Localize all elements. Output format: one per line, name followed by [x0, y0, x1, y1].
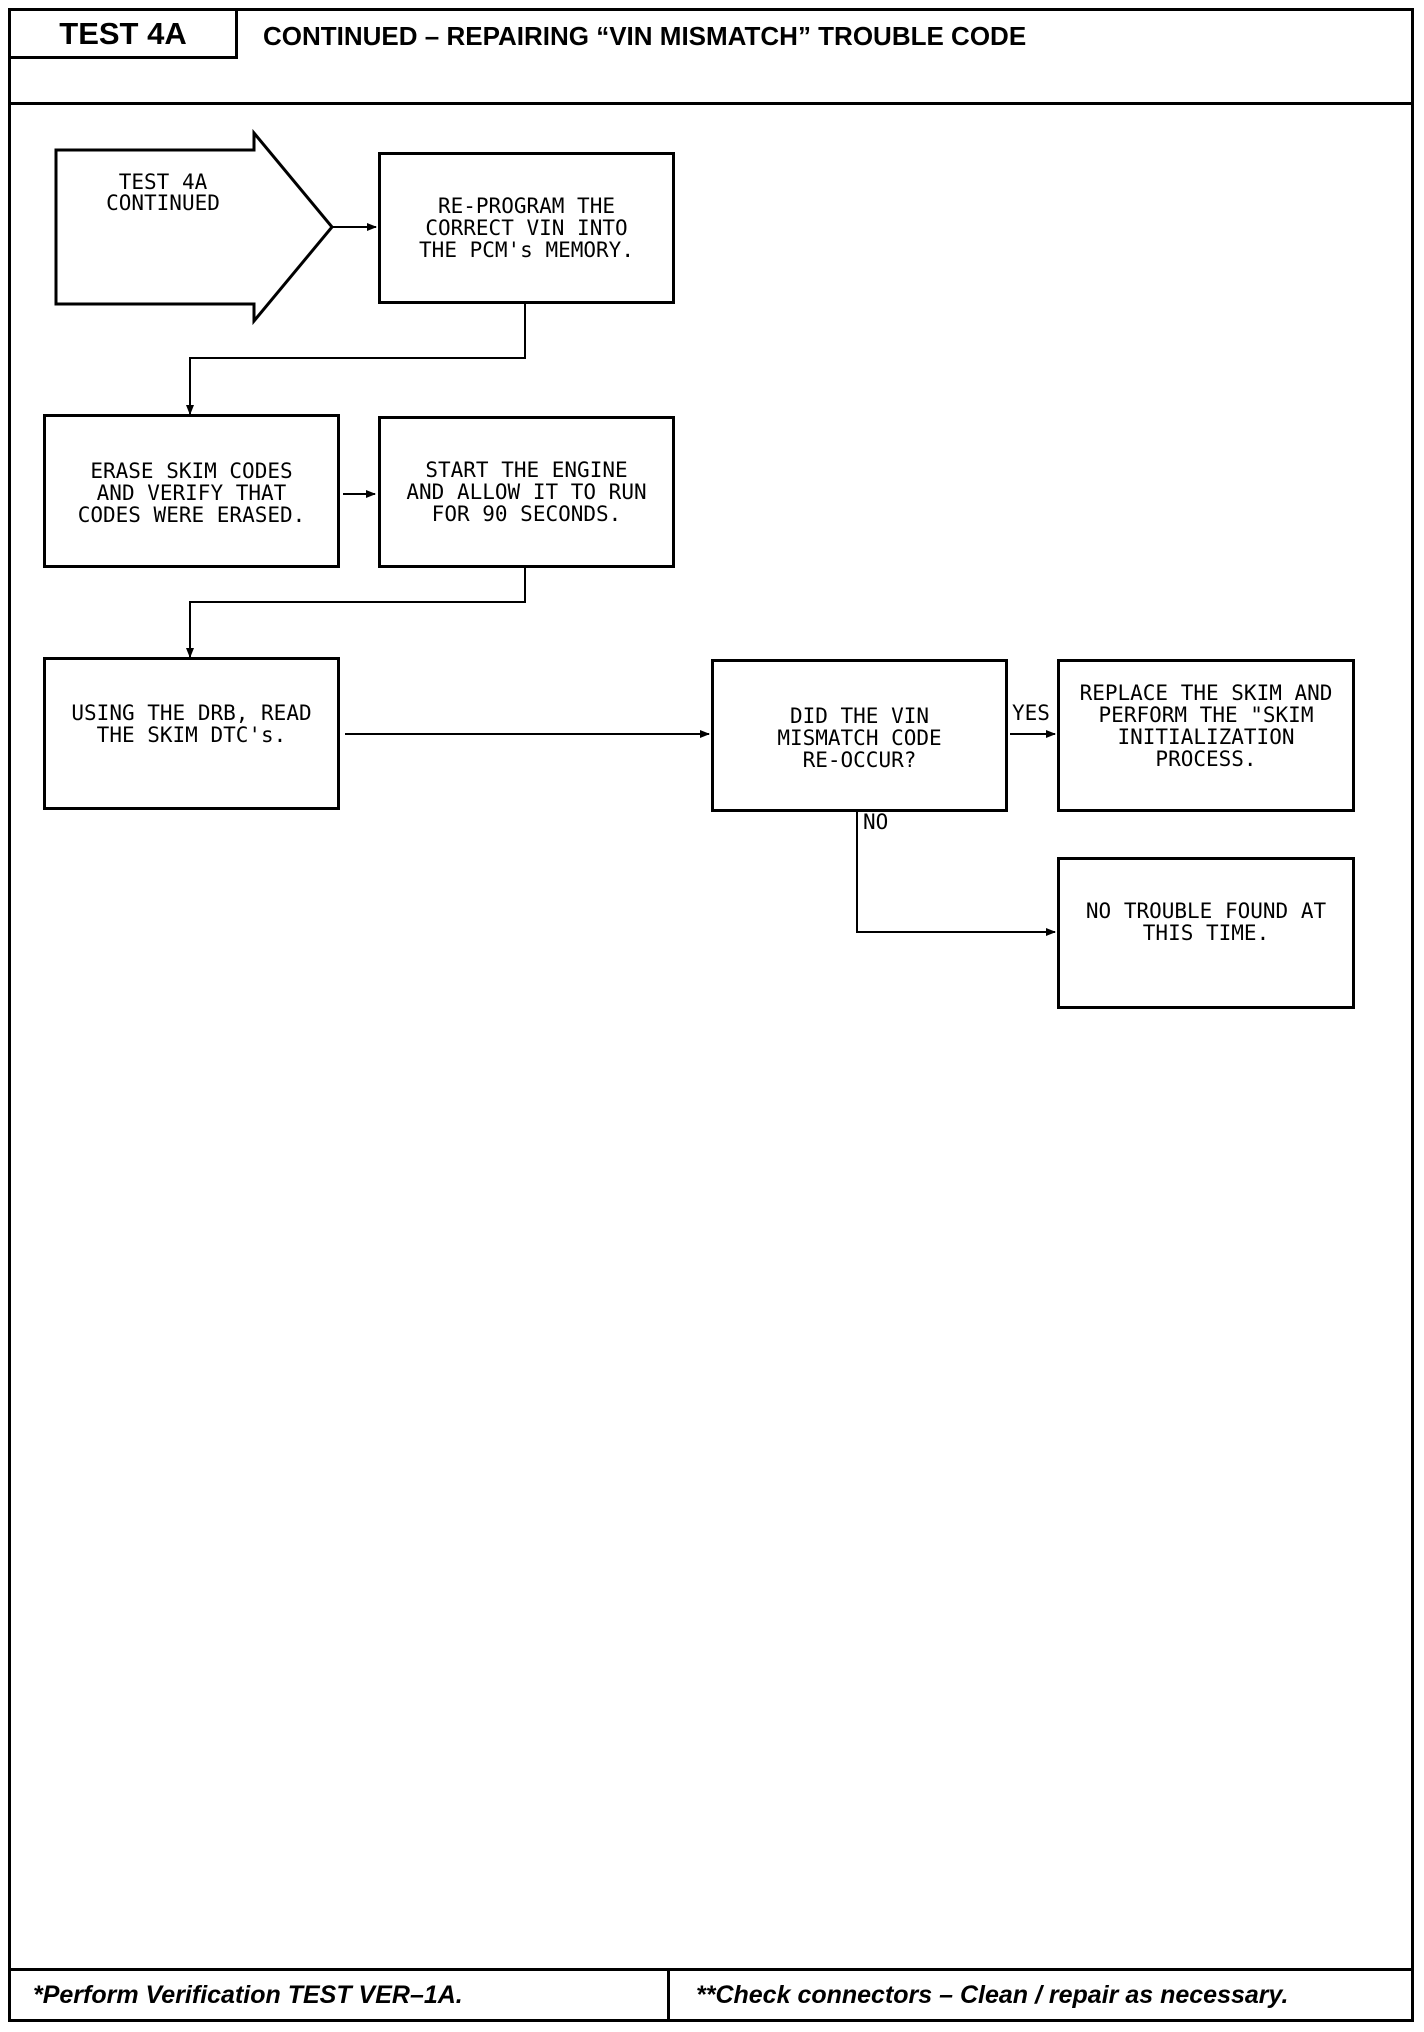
reprogram-vin-step: RE-PROGRAM THE CORRECT VIN INTO THE PCM'…: [378, 152, 675, 304]
vin-mismatch-decision: DID THE VIN MISMATCH CODE RE-OCCUR?: [711, 659, 1008, 812]
connector-decision-no: [856, 811, 1056, 936]
erase-skim-codes-step: ERASE SKIM CODES AND VERIFY THAT CODES W…: [43, 414, 340, 568]
read-skim-dtc-text: USING THE DRB, READ THE SKIM DTC's.: [71, 701, 312, 747]
start-engine-step: START THE ENGINE AND ALLOW IT TO RUN FOR…: [378, 416, 675, 568]
connector-reprogram-to-erase: [186, 304, 526, 415]
no-trouble-found-text: NO TROUBLE FOUND AT THIS TIME.: [1085, 899, 1327, 945]
connector-engine-to-read: [186, 568, 526, 658]
start-label: TEST 4A CONTINUED: [106, 170, 220, 215]
erase-skim-codes-text: ERASE SKIM CODES AND VERIFY THAT CODES W…: [77, 459, 306, 527]
read-skim-dtc-step: USING THE DRB, READ THE SKIM DTC's.: [43, 657, 340, 810]
start-engine-text: START THE ENGINE AND ALLOW IT TO RUN FOR…: [406, 458, 647, 526]
test-label: TEST 4A: [11, 11, 238, 59]
page-footer: *Perform Verification TEST VER–1A. **Che…: [11, 1968, 1411, 2019]
start-arrow-shape: [54, 128, 334, 326]
footer-verification-note: *Perform Verification TEST VER–1A.: [11, 1971, 670, 2019]
replace-skim-text: REPLACE THE SKIM AND PERFORM THE "SKIM I…: [1079, 681, 1333, 771]
footer-connector-note: **Check connectors – Clean / repair as n…: [696, 1980, 1289, 2009]
no-label: NO: [863, 810, 889, 834]
yes-label: YES: [1012, 701, 1050, 725]
page-header: TEST 4A CONTINUED – REPAIRING “VIN MISMA…: [11, 11, 1411, 105]
no-trouble-found-step: NO TROUBLE FOUND AT THIS TIME.: [1057, 857, 1355, 1009]
vin-mismatch-decision-text: DID THE VIN MISMATCH CODE RE-OCCUR?: [777, 704, 942, 772]
replace-skim-step: REPLACE THE SKIM AND PERFORM THE "SKIM I…: [1057, 659, 1355, 812]
reprogram-vin-text: RE-PROGRAM THE CORRECT VIN INTO THE PCM'…: [419, 194, 634, 262]
page-title: CONTINUED – REPAIRING “VIN MISMATCH” TRO…: [263, 21, 1027, 51]
procedure-page: TEST 4A CONTINUED – REPAIRING “VIN MISMA…: [8, 8, 1414, 2022]
